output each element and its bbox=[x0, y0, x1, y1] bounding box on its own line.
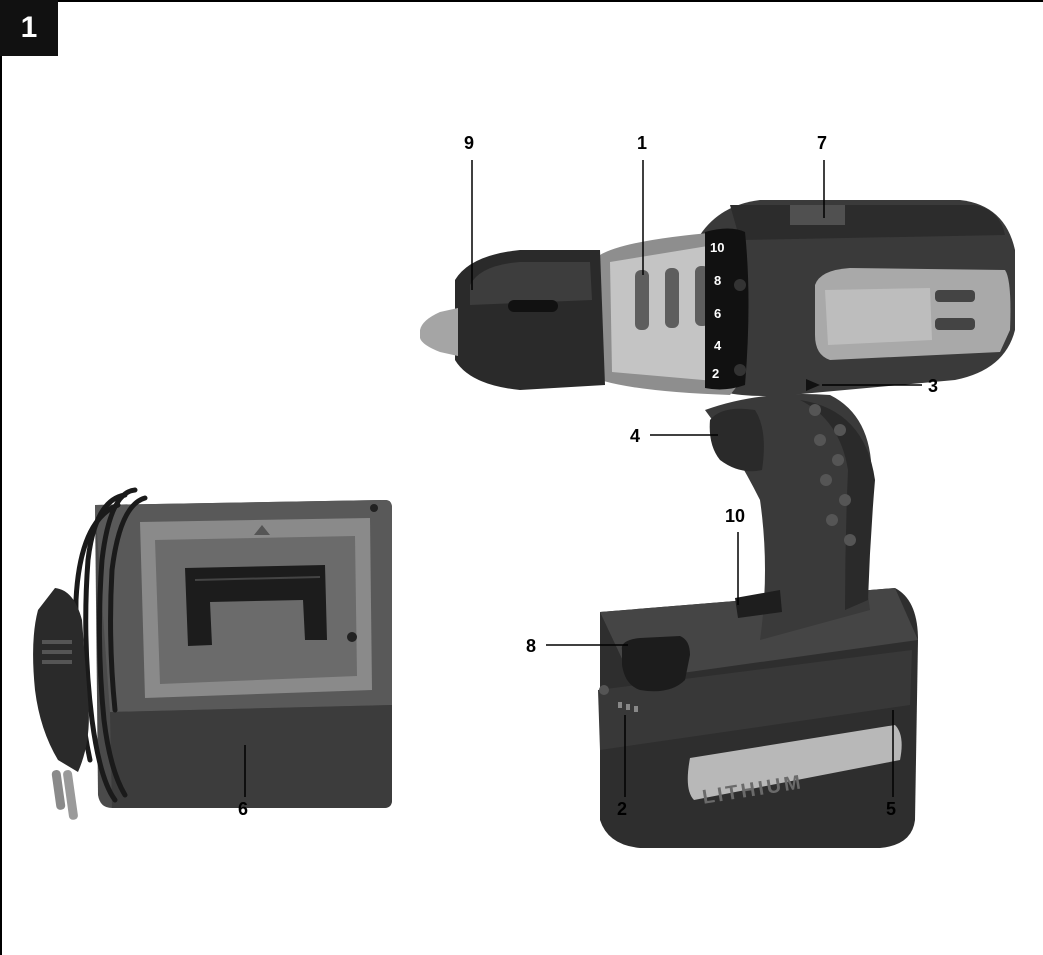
callout-9: 9 bbox=[464, 133, 475, 153]
frame-left-border bbox=[0, 0, 2, 955]
cordless-drill: LITHIUM bbox=[420, 200, 1015, 848]
callout-2: 2 bbox=[617, 799, 628, 819]
leader-lines bbox=[244, 160, 922, 797]
torque-mark-10: 10 bbox=[710, 240, 724, 255]
battery-charger bbox=[33, 487, 392, 820]
callout-3: 3 bbox=[928, 376, 939, 396]
callout-6: 6 bbox=[238, 799, 249, 819]
callout-5: 5 bbox=[886, 799, 897, 819]
torque-mark-6: 6 bbox=[714, 306, 721, 321]
frame-top-border bbox=[0, 0, 1043, 2]
callout-10: 10 bbox=[725, 506, 746, 526]
callout-7: 7 bbox=[817, 133, 828, 153]
figure-number-badge: 1 bbox=[0, 0, 58, 56]
callout-1: 1 bbox=[637, 133, 648, 153]
torque-mark-2: 2 bbox=[712, 366, 719, 381]
torque-mark-4: 4 bbox=[714, 338, 722, 353]
callout-4: 4 bbox=[630, 426, 641, 446]
callout-8: 8 bbox=[526, 636, 537, 656]
torque-mark-8: 8 bbox=[714, 273, 721, 288]
